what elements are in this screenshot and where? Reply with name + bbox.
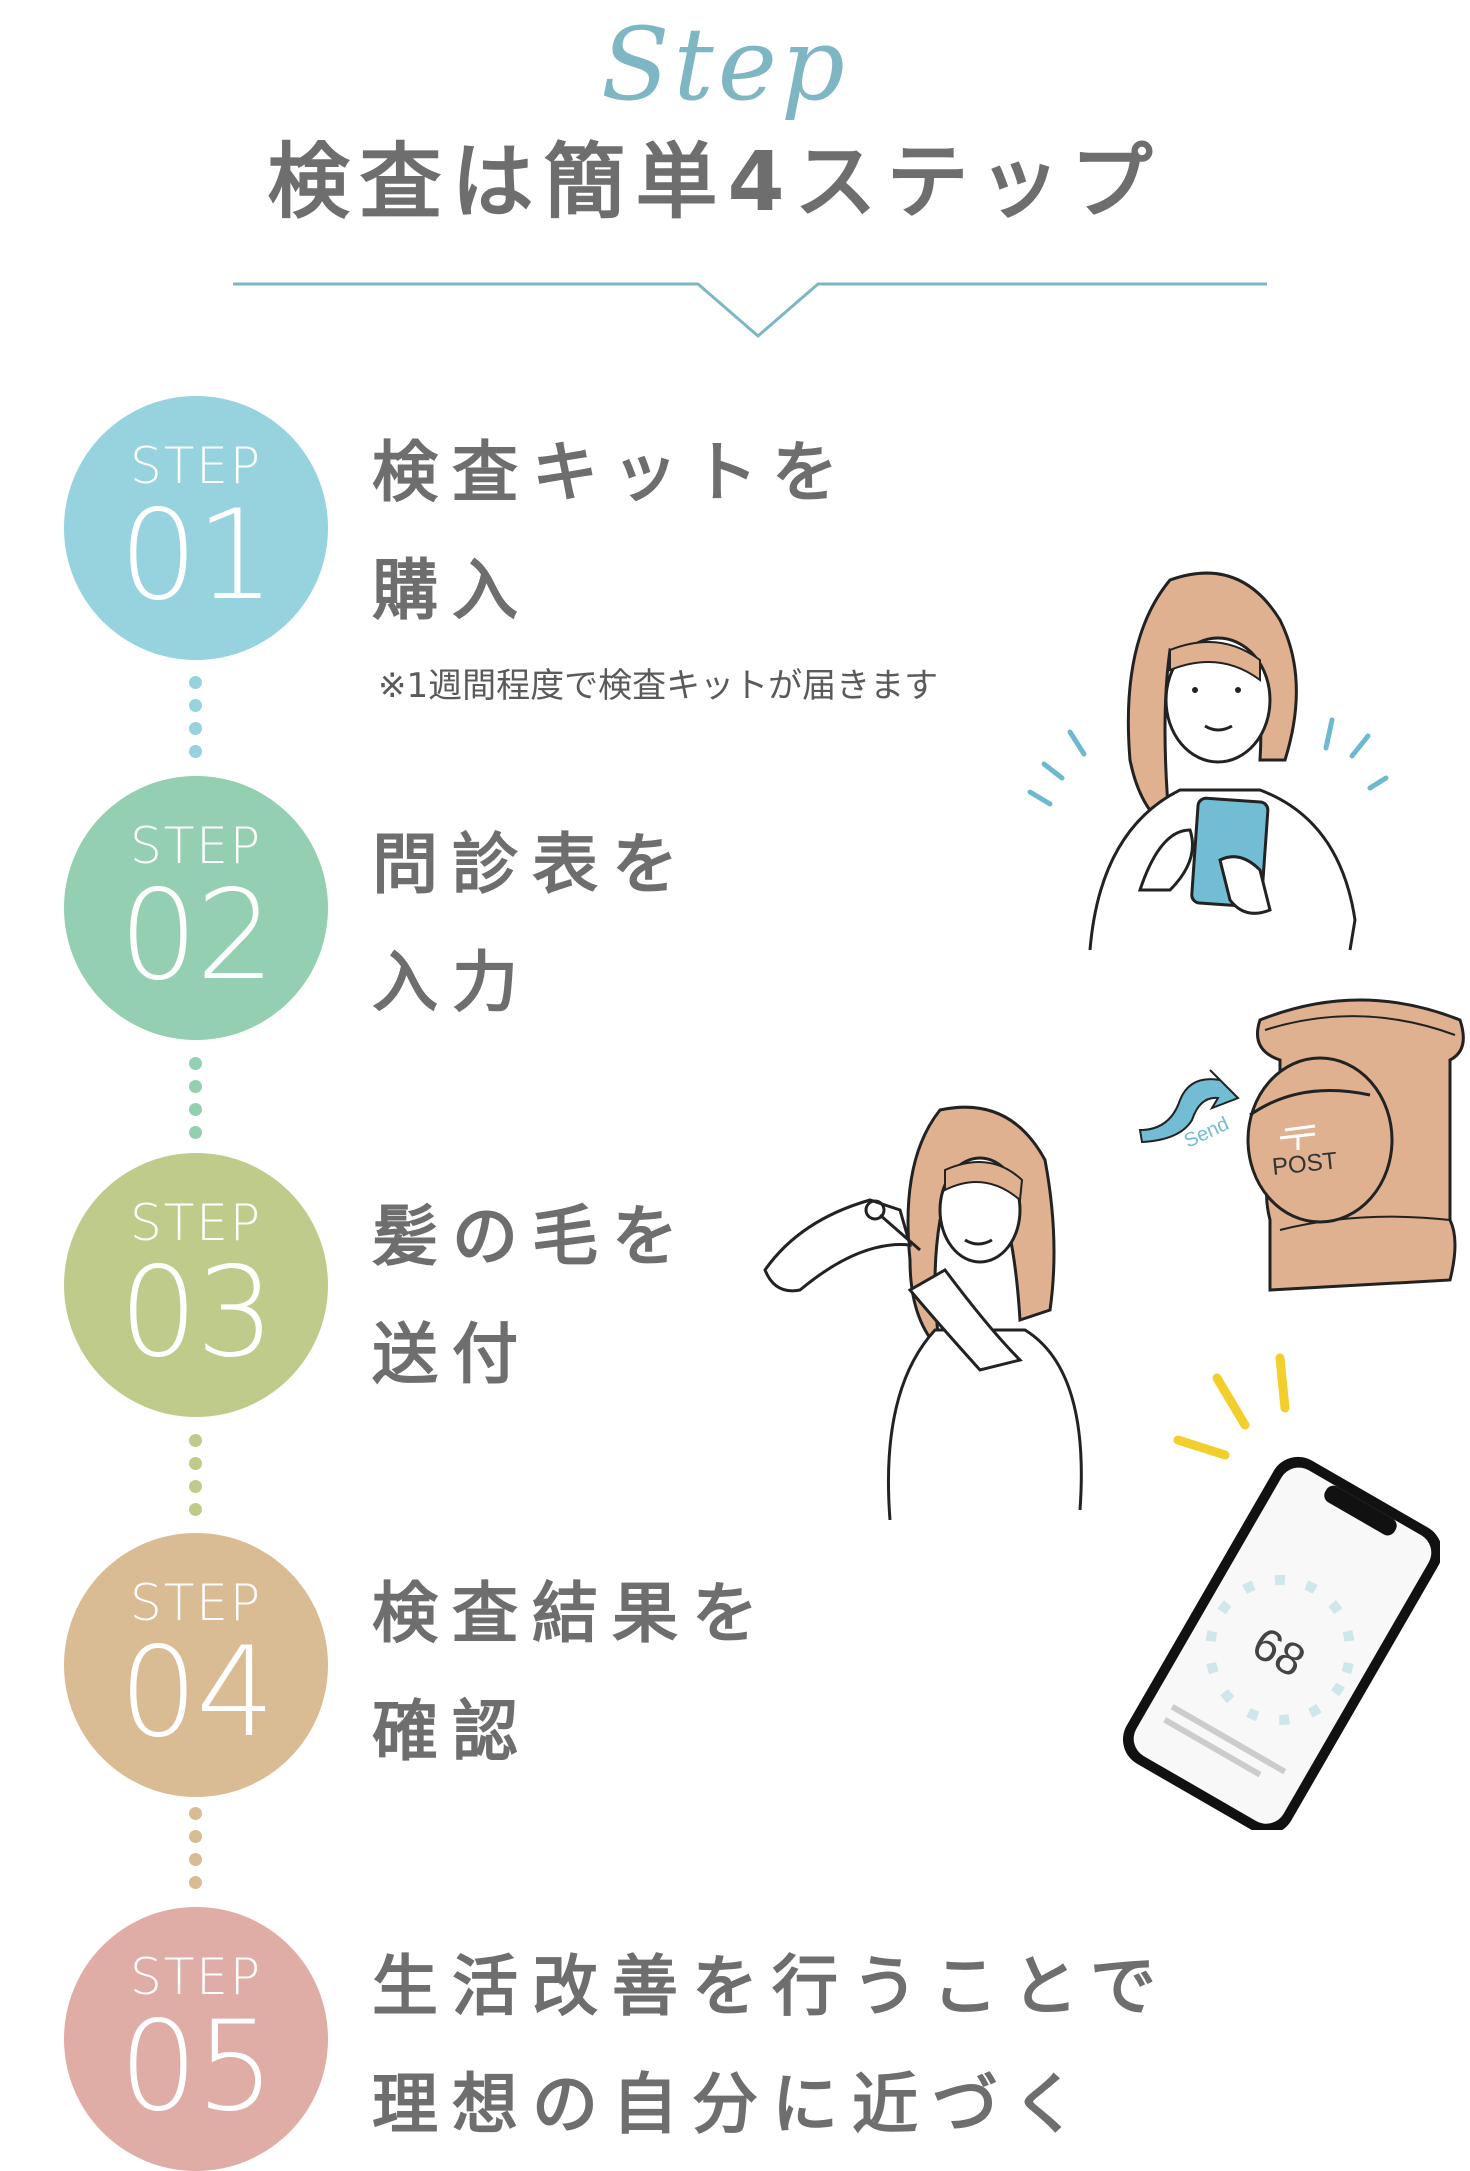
step-number: 02 (119, 864, 275, 1008)
step-03-title-line2: 送付 (372, 1316, 532, 1393)
step-number: 04 (119, 1621, 275, 1765)
step-04-title-line1: 検査結果を (372, 1575, 772, 1652)
step-02-title-line2: 入力 (372, 944, 532, 1021)
post-box-illustration: Send POST (1138, 998, 1465, 1292)
step-number: 05 (119, 1995, 275, 2139)
step-01-title-line1: 検査キットを (372, 434, 852, 511)
connector-dots (189, 1057, 203, 1149)
step-01-note: ※1週間程度で検査キットが届きます (378, 666, 939, 706)
connector-dots (189, 1434, 203, 1526)
step-number: 03 (119, 1241, 275, 1385)
step-03-badge: STEP 03 (64, 1153, 328, 1417)
connector-dots (189, 1807, 203, 1899)
script-title: Step (601, 6, 849, 123)
step-02-title-line1: 問診表を (372, 826, 692, 903)
woman-cutting-hair-illustration (763, 1105, 1083, 1520)
connector-dots (189, 676, 203, 768)
step-04-badge: STEP 04 (64, 1533, 328, 1797)
step-05-badge: STEP 05 (64, 1907, 328, 2171)
page-title: 検査は簡単4ステップ (267, 135, 1163, 230)
step-label: STEP (129, 1194, 263, 1252)
step-03-title-line1: 髪の毛を (372, 1198, 692, 1275)
step-number: 01 (119, 484, 275, 628)
title-divider (233, 282, 1267, 338)
phone-results-illustration: 68 (1122, 1353, 1440, 1830)
step-label: STEP (129, 1948, 263, 2006)
step-05-title-line1: 生活改善を行うことで (372, 1948, 1171, 2025)
step-02-badge: STEP 02 (64, 776, 328, 1040)
step-label: STEP (129, 1574, 263, 1632)
step-01-title-line2: 購入 (372, 552, 532, 629)
woman-with-phone-illustration (1027, 571, 1389, 951)
step-01-badge: STEP 01 (64, 396, 328, 660)
step-05-title-line2: 理想の自分に近づく (372, 2066, 1092, 2143)
step-label: STEP (129, 817, 263, 875)
step-label: STEP (129, 437, 263, 495)
step-04-title-line2: 確認 (372, 1693, 532, 1770)
